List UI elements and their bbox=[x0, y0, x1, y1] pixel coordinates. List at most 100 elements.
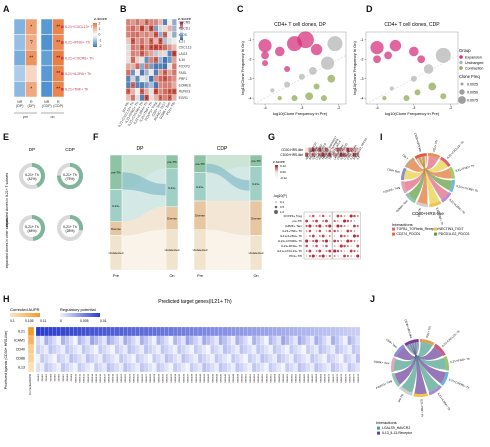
regulatory-cell bbox=[131, 362, 136, 373]
heatmap-cell bbox=[167, 69, 173, 76]
regulatory-cell bbox=[214, 344, 219, 355]
row-label: IL21+CXCR6+ Th bbox=[278, 239, 302, 243]
dot bbox=[343, 254, 346, 258]
dot bbox=[343, 215, 346, 217]
regulatory-cell bbox=[40, 362, 45, 373]
dot bbox=[356, 215, 359, 217]
regulatory-cell bbox=[251, 335, 257, 346]
y-tick-label: -1 bbox=[360, 38, 363, 42]
regulatory-cell bbox=[156, 335, 161, 346]
legend-tick: -2 bbox=[99, 44, 102, 48]
clone-point bbox=[310, 43, 323, 56]
panel-h-legend2-bar bbox=[60, 313, 100, 317]
dot bbox=[328, 224, 332, 228]
regulatory-cell bbox=[94, 335, 99, 346]
clone-point bbox=[440, 93, 447, 100]
regulatory-cell bbox=[177, 326, 182, 337]
dot bbox=[347, 215, 349, 217]
heatmap-cell bbox=[148, 81, 154, 89]
dot bbox=[325, 235, 327, 237]
regulatory-cell bbox=[148, 344, 153, 355]
panel-h-legend1-title: Corrected AUPR bbox=[10, 307, 40, 312]
regulatory-cell bbox=[139, 344, 145, 355]
dot bbox=[325, 224, 328, 228]
regulatory-cell bbox=[135, 344, 140, 355]
gene-label: GENE24 bbox=[133, 373, 135, 382]
regulatory-cell bbox=[143, 344, 149, 355]
gene-label: GENE43 bbox=[212, 373, 214, 382]
clone-point bbox=[417, 55, 426, 64]
dot bbox=[350, 245, 352, 247]
clone-point bbox=[291, 95, 298, 102]
gene-label: GENE2 bbox=[42, 373, 44, 381]
heatmap-cell bbox=[153, 37, 159, 45]
regulatory-cell bbox=[52, 344, 57, 355]
significance-mark: * bbox=[146, 95, 148, 100]
heatmap-cell bbox=[130, 44, 136, 51]
regulatory-cell bbox=[123, 344, 128, 355]
regulatory-cell bbox=[143, 353, 149, 364]
panel-c-title: CD4+ T cell clones, DP bbox=[274, 22, 326, 28]
clone-point bbox=[320, 95, 327, 102]
circos-ribbon bbox=[417, 157, 452, 179]
regulatory-cell bbox=[347, 362, 352, 373]
gene-label: GENE38 bbox=[192, 373, 194, 382]
regulatory-cell bbox=[239, 335, 244, 346]
regulatory-cell bbox=[351, 353, 356, 364]
size-legend-label: 0.1 bbox=[280, 200, 285, 204]
regulatory-cell bbox=[44, 344, 49, 355]
heatmap-cell bbox=[144, 88, 150, 95]
regulatory-cell bbox=[89, 335, 95, 346]
circos-sector-label: PD1+ Tfh bbox=[432, 139, 439, 152]
regulatory-cell bbox=[330, 326, 336, 337]
regulatory-cell bbox=[94, 362, 99, 373]
regulatory-cell bbox=[73, 362, 78, 373]
regulatory-cell bbox=[202, 335, 207, 346]
gene-label: GENE65 bbox=[304, 373, 306, 382]
regulatory-cell bbox=[285, 344, 290, 355]
regulatory-cell bbox=[351, 335, 356, 346]
regulatory-cell bbox=[119, 326, 124, 337]
dot bbox=[349, 249, 353, 253]
heatmap-cell bbox=[171, 18, 177, 26]
regulatory-cell bbox=[335, 335, 340, 346]
clone-point bbox=[277, 96, 282, 101]
heatmap-cell bbox=[153, 62, 159, 70]
gene-label: GENE73 bbox=[337, 373, 339, 382]
gene-label: GENE3 bbox=[46, 373, 48, 381]
dot bbox=[337, 245, 339, 247]
regulatory-cell bbox=[69, 353, 74, 364]
regulatory-cell bbox=[231, 344, 236, 355]
regulatory-cell bbox=[222, 335, 228, 346]
clone-point bbox=[373, 55, 381, 64]
regulatory-cell bbox=[247, 353, 253, 364]
col-label: pre-Tfh bbox=[121, 101, 130, 113]
circos-ribbon bbox=[404, 156, 426, 192]
dot bbox=[318, 229, 322, 233]
regulatory-cell bbox=[102, 344, 107, 355]
heatmap-cell bbox=[171, 69, 177, 76]
clone-point bbox=[274, 46, 285, 57]
col-label: NR bbox=[17, 100, 23, 104]
legend-label: LGALS9_HAVCR2 bbox=[382, 426, 410, 430]
heatmap-cell bbox=[125, 18, 131, 26]
regulatory-cell bbox=[293, 362, 298, 373]
heatmap-cell bbox=[40, 49, 53, 67]
significance-mark: * bbox=[151, 39, 153, 44]
regulatory-cell bbox=[251, 362, 257, 373]
heatmap-cell bbox=[130, 50, 136, 57]
aupr-cell bbox=[27, 353, 35, 364]
legend-tick: 0.005 bbox=[80, 319, 89, 323]
heatmap-cell bbox=[135, 37, 140, 45]
panel-e-donuts: DP CDP expanded clones in IL21+ T subset… bbox=[5, 147, 83, 268]
legend-title: z-score bbox=[273, 160, 285, 164]
regulatory-cell bbox=[69, 326, 74, 337]
gene-label: GENE16 bbox=[100, 373, 102, 382]
regulatory-cell bbox=[247, 362, 253, 373]
clone-point bbox=[262, 60, 269, 67]
regulatory-cell bbox=[218, 326, 223, 337]
regulatory-cell bbox=[189, 326, 194, 337]
heatmap-cell bbox=[130, 62, 136, 70]
regulatory-cell bbox=[293, 335, 298, 346]
